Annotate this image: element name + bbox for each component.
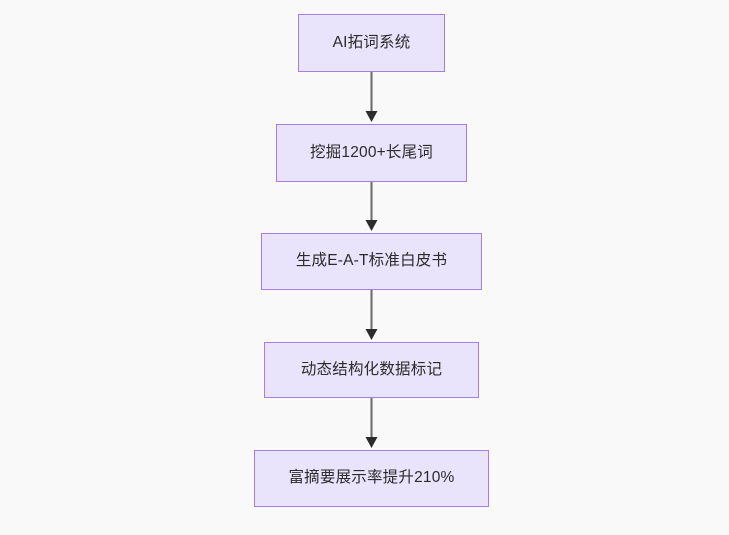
flow-node-label: 富摘要展示率提升210% bbox=[288, 469, 455, 487]
edge-connector-2 bbox=[365, 290, 378, 340]
flow-node-label: 挖掘1200+长尾词 bbox=[309, 143, 434, 161]
flow-node-dynamic-structured-data-markup[interactable]: 动态结构化数据标记 bbox=[264, 342, 479, 398]
edge-connector-3 bbox=[365, 398, 378, 448]
flow-node-label: 动态结构化数据标记 bbox=[300, 360, 443, 378]
flow-node-mine-longtail-keywords[interactable]: 挖掘1200+长尾词 bbox=[276, 124, 467, 182]
flow-node-label: AI拓词系统 bbox=[332, 33, 411, 51]
flow-node-rich-snippet-impression-lift[interactable]: 富摘要展示率提升210% bbox=[254, 450, 489, 507]
flow-node-generate-eat-whitepaper[interactable]: 生成E-A-T标准白皮书 bbox=[261, 233, 482, 290]
edge-connector-0 bbox=[365, 72, 378, 122]
edge-connector-1 bbox=[365, 182, 378, 231]
flow-node-ai-keyword-system[interactable]: AI拓词系统 bbox=[298, 14, 445, 72]
flow-node-label: 生成E-A-T标准白皮书 bbox=[295, 252, 448, 270]
